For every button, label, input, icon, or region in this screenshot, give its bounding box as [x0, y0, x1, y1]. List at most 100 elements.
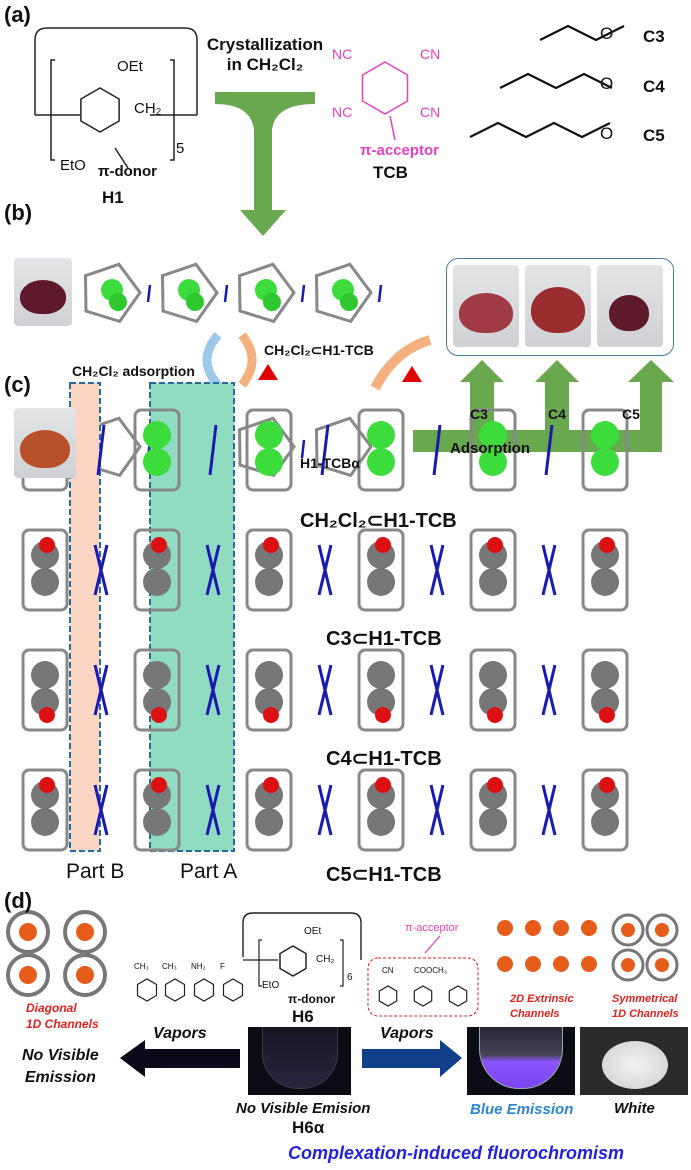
- alpha-label: H1-TCBα: [300, 455, 360, 471]
- tcb-molecule: [317, 664, 333, 716]
- h1-pentagon-top: [314, 262, 373, 324]
- photo-dcm-complex: [14, 258, 72, 326]
- no-visible-line1: No Visible: [22, 1047, 99, 1064]
- channel-framework: [6, 953, 50, 997]
- oxygen-sphere: [599, 777, 615, 793]
- panel-label-d: (d): [4, 888, 33, 913]
- xylene-ch3: CH₃: [162, 962, 177, 971]
- aniline-nh2: NH₂: [191, 962, 206, 971]
- blue-emission-label: Blue Emission: [470, 1101, 574, 1118]
- acceptor-molecule-ring: [413, 985, 433, 1007]
- complex-label: CH₂Cl₂⊂H1-TCB: [264, 342, 374, 358]
- guest-sphere: [255, 421, 283, 449]
- aldehyde-c4-label: C4: [643, 77, 665, 96]
- crystallization-line2: in CH₂Cl₂: [226, 55, 304, 74]
- tcb-molecule: [205, 664, 221, 716]
- guest-sphere: [497, 956, 513, 972]
- symmetrical-channels-label: Symmetrical 1D Channels: [612, 992, 679, 1022]
- row-label-c5: C5⊂H1-TCB: [326, 864, 442, 886]
- oxygen-sphere: [375, 777, 391, 793]
- acceptor-molecule-ring: [448, 985, 468, 1007]
- tcb-molecule: [93, 664, 109, 716]
- oxygen-sphere: [599, 707, 615, 723]
- tcb-molecule: [93, 784, 109, 836]
- guest-sphere: [525, 956, 541, 972]
- h6-alpha-label: H6α: [292, 1118, 325, 1137]
- guest-sphere: [255, 568, 283, 596]
- vapor-molecule-ring: [136, 978, 158, 1002]
- aldehyde-c3-label: C3: [643, 27, 665, 46]
- left-arrow-no-emission: [120, 1040, 240, 1077]
- host-capsule: [245, 768, 293, 852]
- panel-label-b: (b): [4, 200, 33, 225]
- oxygen-sphere: [487, 707, 503, 723]
- tcb-molecule: [429, 784, 445, 836]
- guest-sphere: [143, 568, 171, 596]
- oxygen-sphere: [487, 537, 503, 553]
- aldehyde-chain-3: [539, 24, 625, 42]
- extrinsic-line2: Channels: [510, 1008, 560, 1020]
- tcb-nc-top: NC: [332, 46, 353, 62]
- repeat-brackets: [50, 59, 175, 161]
- guest-sphere: [19, 923, 37, 941]
- benzonitrile-cn: CN: [382, 966, 394, 975]
- guest-sphere: [655, 958, 669, 972]
- tcb-molecule: [541, 544, 557, 596]
- c4-oxygen: O: [600, 74, 614, 93]
- crystallization-label: Crystallization in CH₂Cl₂: [200, 35, 330, 75]
- h6-donor-label: π-donor: [288, 992, 336, 1006]
- tcb-molecule: [377, 284, 383, 303]
- branch-c3: C3: [470, 406, 488, 422]
- host-capsule: [133, 648, 181, 732]
- macrocycle-loop: [34, 27, 198, 115]
- channel-framework: [6, 910, 50, 954]
- vapor-molecule-ring: [222, 978, 244, 1002]
- guest-sphere: [591, 661, 619, 689]
- h6-oet: OEt: [304, 926, 322, 937]
- guest-sphere: [591, 421, 619, 449]
- guest-sphere: [19, 966, 37, 984]
- guest-sphere: [367, 808, 395, 836]
- tcb-benzene-ring: [361, 61, 409, 115]
- host-capsule: [357, 768, 405, 852]
- h6-eto: EtO: [262, 980, 280, 991]
- host-capsule: [133, 408, 181, 492]
- host-capsule: [357, 648, 405, 732]
- guest-sphere: [143, 448, 171, 476]
- guest-sphere: [76, 923, 94, 941]
- h1-oet: OEt: [117, 58, 143, 75]
- host-capsule: [357, 528, 405, 612]
- tcb-molecule: [205, 784, 221, 836]
- diagonal-line1: Diagonal: [26, 1001, 77, 1015]
- tcb-molecule: [429, 544, 445, 596]
- aldehyde-chain-4: [499, 72, 613, 90]
- guest-sphere: [367, 568, 395, 596]
- h1-eto: EtO: [60, 157, 86, 174]
- tcb-name: TCB: [373, 163, 408, 182]
- guest-sphere: [367, 661, 395, 689]
- aldehyde-chain-5: [469, 121, 611, 139]
- part-a-label: Part A: [180, 860, 238, 883]
- desorption-cycle-arrow: [238, 332, 257, 388]
- guest-sphere: [31, 568, 59, 596]
- channel-framework: [63, 910, 107, 954]
- h6-repeat: 6: [347, 972, 353, 983]
- adsorption-arrows: [413, 360, 674, 452]
- oxygen-sphere: [39, 777, 55, 793]
- guest-sphere: [553, 956, 569, 972]
- host-capsule: [469, 768, 517, 852]
- panel-label-c: (c): [4, 372, 31, 397]
- vapor-molecule-ring: [193, 978, 215, 1002]
- photo-blue-emission: [467, 1027, 575, 1095]
- host-capsule: [357, 408, 405, 492]
- guest-sphere: [479, 448, 507, 476]
- h1-donor-label: π-donor: [98, 163, 157, 180]
- guest-sphere: [553, 920, 569, 936]
- dcm-guest: [186, 293, 204, 311]
- guest-sphere: [76, 966, 94, 984]
- channel-framework: [645, 913, 679, 947]
- oxygen-sphere: [151, 537, 167, 553]
- host-capsule: [21, 528, 69, 612]
- oxygen-sphere: [151, 777, 167, 793]
- photo-c4: [525, 265, 591, 347]
